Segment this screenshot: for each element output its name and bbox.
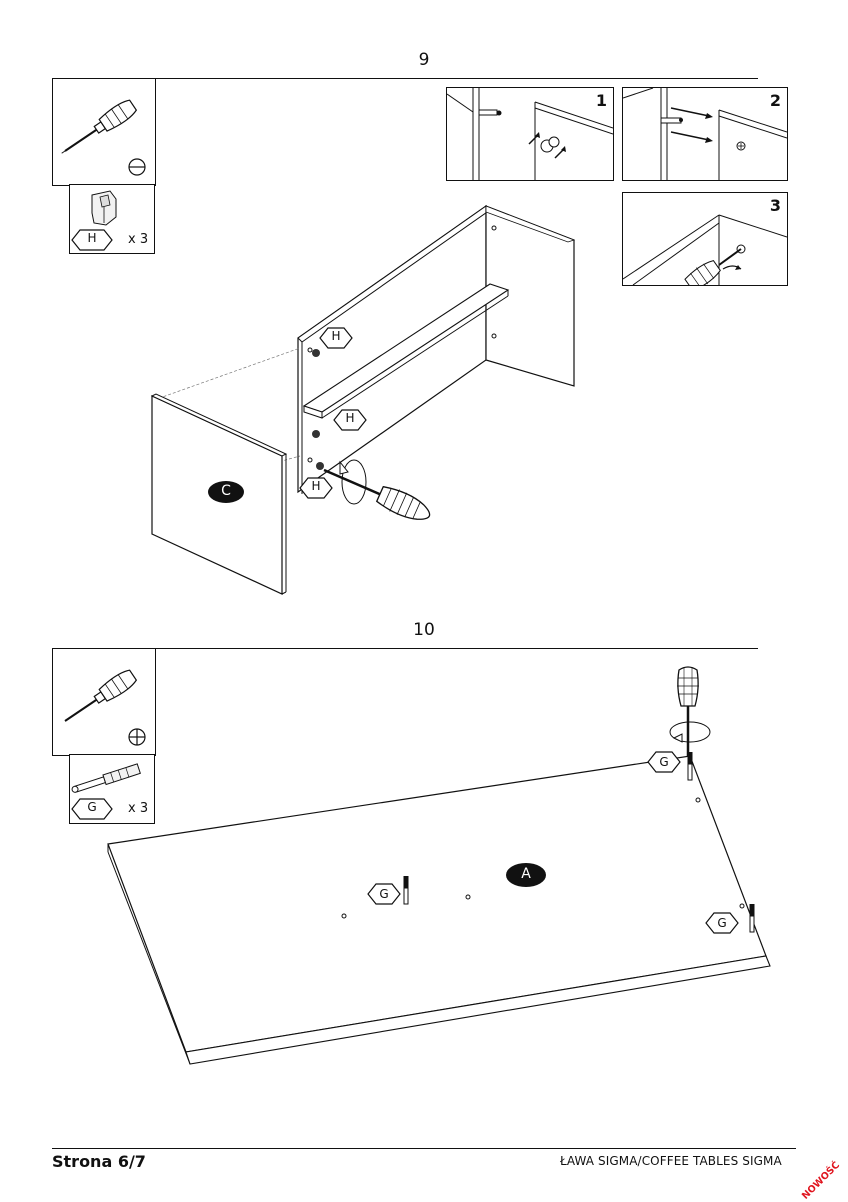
flat-screwdriver-icon xyxy=(61,99,146,176)
hardware-label-g: G xyxy=(87,800,97,814)
step-10-hardware-box: G x 3 xyxy=(69,754,155,824)
page-number: Strona 6/7 xyxy=(52,1152,146,1171)
step-9-hardware-box: H x 3 xyxy=(69,184,155,254)
inset-1: 1 xyxy=(446,87,614,181)
step-10-number: 10 xyxy=(413,620,435,640)
inset-3: 3 xyxy=(622,192,788,286)
hardware-label-h: H xyxy=(87,231,97,245)
footer-rule xyxy=(52,1148,796,1149)
callout-g-top: G xyxy=(659,755,669,769)
step-9-rule xyxy=(92,78,758,79)
step-10-assembly-drawing xyxy=(107,666,771,1065)
inset-1-number: 1 xyxy=(595,91,607,110)
step-9-assembly-drawing xyxy=(150,204,576,595)
cam-lock-icon xyxy=(91,190,117,226)
inset-2-number: 2 xyxy=(769,91,781,110)
inset-3-number: 3 xyxy=(769,196,781,215)
step-10-rule xyxy=(92,648,758,649)
inset-2: 2 xyxy=(622,87,788,181)
product-name: ŁAWA SIGMA/COFFEE TABLES SIGMA xyxy=(560,1154,782,1168)
hardware-qty: x 3 xyxy=(128,232,149,247)
step-9-tool-box xyxy=(52,78,156,186)
hex-badge xyxy=(71,229,113,251)
new-badge: NOWOŚĆ xyxy=(800,1159,843,1202)
hardware-qty-g: x 3 xyxy=(128,801,149,816)
step-9-number: 9 xyxy=(418,50,430,70)
cam-bolt-icon xyxy=(71,763,141,793)
part-a-label: A xyxy=(521,866,531,882)
callout-h-bottom: H xyxy=(311,479,321,493)
callout-g-center: G xyxy=(379,887,389,901)
callout-h-mid: H xyxy=(345,411,355,425)
callout-g-right: G xyxy=(717,916,727,930)
step-10-tool-box xyxy=(52,648,156,756)
phillips-screwdriver-icon xyxy=(64,669,146,746)
callout-h-top: H xyxy=(331,329,341,343)
part-c-label: C xyxy=(221,483,231,499)
